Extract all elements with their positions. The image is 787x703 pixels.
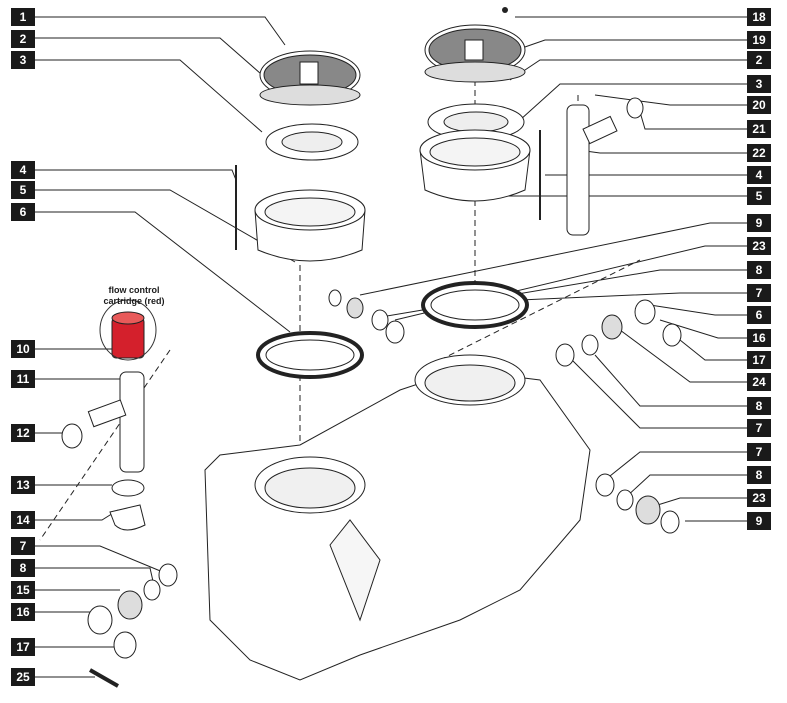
label-10: 10: [11, 340, 35, 358]
adapter-16-left: [87, 605, 113, 635]
adapter-17-left: [113, 631, 137, 659]
cap-9-right: [660, 510, 680, 534]
spider-ring-right: [427, 103, 525, 141]
label-17-left: 17: [11, 638, 35, 656]
label-9-top: 9: [747, 214, 771, 232]
label-16-right: 16: [747, 329, 771, 347]
label-3-right: 3: [747, 75, 771, 93]
nut-7-right: [595, 473, 615, 497]
label-23-low: 23: [747, 489, 771, 507]
label-12: 12: [11, 424, 35, 442]
nut-13: [111, 479, 145, 497]
label-22: 22: [747, 144, 771, 162]
flow-control-callout: flow control cartridge (red): [86, 285, 182, 307]
tee-pipe-right: [566, 104, 618, 236]
washer-8-right: [616, 489, 634, 511]
label-6: 6: [11, 203, 35, 221]
label-13: 13: [11, 476, 35, 494]
fitting-23-right: [635, 495, 661, 525]
adapter-16: [634, 299, 656, 325]
cap-9: [328, 289, 342, 307]
label-7-left: 7: [11, 537, 35, 555]
seal-left: [256, 331, 364, 379]
pin-25: [89, 668, 119, 688]
label-19: 19: [747, 31, 771, 49]
fitting-15: [117, 590, 143, 620]
label-23-top: 23: [747, 237, 771, 255]
callout-line-1: flow control: [108, 285, 160, 295]
label-18: 18: [747, 8, 771, 26]
label-24: 24: [747, 373, 771, 391]
label-8-top: 8: [747, 261, 771, 279]
label-17-right: 17: [747, 351, 771, 369]
washer-8: [371, 309, 389, 331]
label-8-left: 8: [11, 559, 35, 577]
label-9-low: 9: [747, 512, 771, 530]
label-7-mid: 7: [747, 419, 771, 437]
label-14: 14: [11, 511, 35, 529]
nut-12: [61, 423, 83, 449]
fitting-24: [601, 314, 623, 340]
label-6-right: 6: [747, 306, 771, 324]
adapter-17: [662, 323, 682, 347]
spider-ring-left: [265, 123, 359, 161]
washer-8b: [581, 334, 599, 356]
label-11: 11: [11, 370, 35, 388]
manhole-lid-right: [424, 24, 526, 83]
manhole-lid-left: [259, 50, 361, 106]
flow-control-cartridge: [99, 299, 157, 361]
label-5: 5: [11, 181, 35, 199]
label-8-low: 8: [747, 466, 771, 484]
label-4-right: 4: [747, 166, 771, 184]
label-4: 4: [11, 161, 35, 179]
label-1: 1: [11, 8, 35, 26]
label-3: 3: [11, 51, 35, 69]
nut-21: [626, 97, 644, 119]
label-7-top: 7: [747, 284, 771, 302]
seal-right: [421, 281, 529, 329]
nut-7: [385, 320, 405, 344]
label-2: 2: [11, 30, 35, 48]
label-8-mid: 8: [747, 397, 771, 415]
label-2-right: 2: [747, 51, 771, 69]
tee-pipe-left: [87, 371, 145, 473]
label-25: 25: [11, 668, 35, 686]
tank-body: [204, 354, 591, 681]
fitting-23: [346, 297, 364, 319]
nut-7-left: [158, 563, 178, 587]
label-7-low: 7: [747, 443, 771, 461]
label-20: 20: [747, 96, 771, 114]
label-21: 21: [747, 120, 771, 138]
label-15: 15: [11, 581, 35, 599]
riser-left: [254, 189, 366, 262]
label-5-right: 5: [747, 187, 771, 205]
screw-18: [502, 7, 508, 13]
callout-line-2: cartridge (red): [103, 296, 165, 306]
nut-7b: [555, 343, 575, 367]
label-16-left: 16: [11, 603, 35, 621]
washer-8-left: [143, 579, 161, 601]
riser-right: [419, 129, 531, 202]
elbow-14: [109, 504, 146, 531]
